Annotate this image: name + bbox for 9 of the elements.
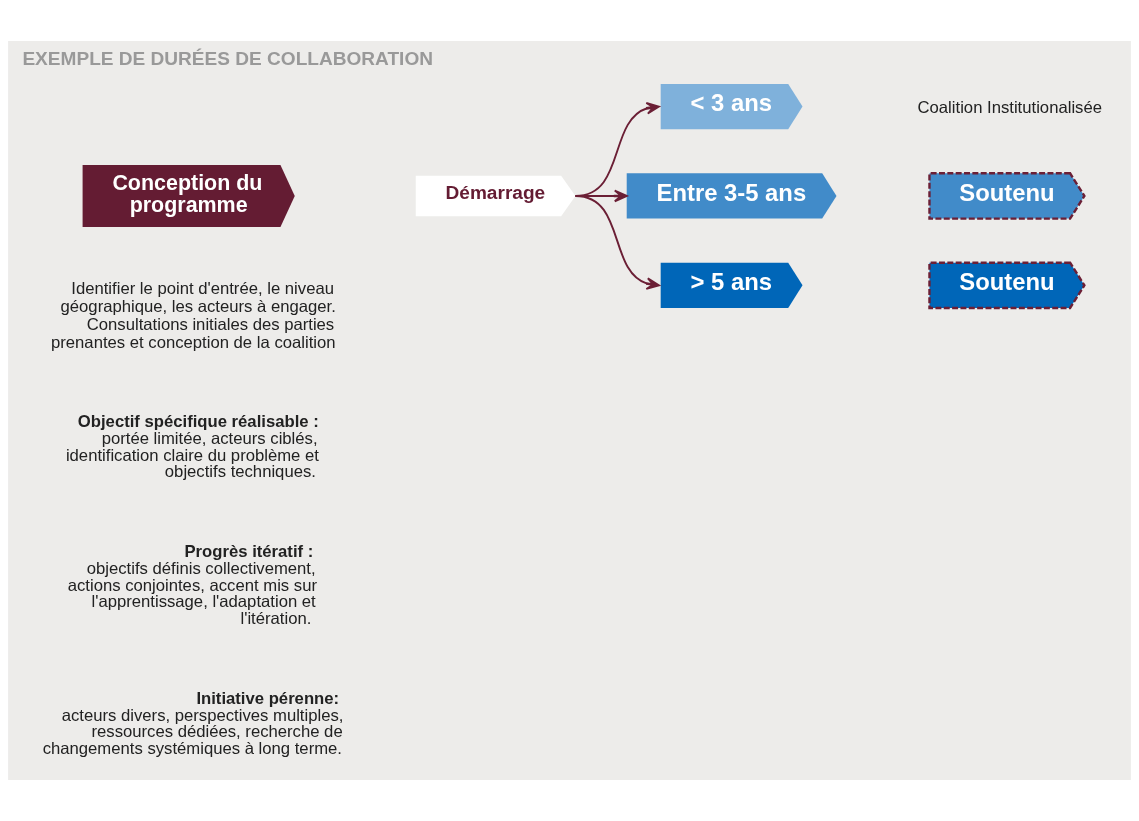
label: portée limitée, acteurs ciblés, identification claire du problème et objectifs techniques.	[65, 429, 319, 482]
label: Identifier le point d'entrée, le niveau géographique, les acteurs à engager. Consultations initiales des parties prenantes et conception de la coalition	[51, 278, 336, 352]
label: objectifs définis collectivement, actions conjointes, accent mis sur l'apprentissage, l'adaptation et l'itération.	[67, 559, 317, 629]
label: Initiative pérenne:	[196, 688, 340, 708]
label: Objectif spécifique réalisable :	[77, 412, 319, 432]
label: Coalition Institutionalisée	[917, 98, 1102, 118]
label: Progrès itératif :	[184, 542, 314, 562]
diagram-title: EXEMPLE DE DURÉES DE COLLABORATION	[22, 47, 433, 69]
arrow	[574, 195, 660, 290]
